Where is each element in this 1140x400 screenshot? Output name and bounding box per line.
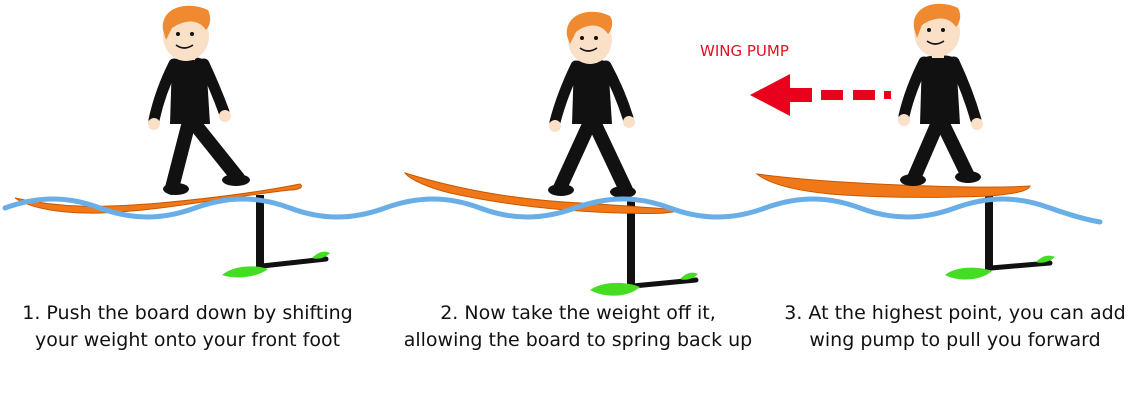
hydrofoil-2 [590,200,699,296]
step-1-illustration [14,5,330,278]
step-2-illustration [403,11,699,296]
wing-pump-arrow [750,74,891,116]
surfboard-2 [403,172,681,215]
step-1-caption-line-2: your weight onto your front foot [34,329,341,351]
step-2-caption: 2. Now take the weight off it, allowing … [382,300,774,354]
surfboard-3 [755,173,1031,198]
rider-1 [148,5,250,195]
hydrofoil-3 [945,195,1055,280]
step-1-caption: 1. Push the board down by shifting your … [0,300,375,354]
step-3-illustration [755,3,1055,280]
surfboard-1 [14,183,302,214]
wing-pump-label: WING PUMP [700,42,789,60]
step-2-caption-line-1: 2. Now take the weight off it, [440,302,716,324]
water-wave-line [2,196,1103,225]
step-3-caption-line-2: wing pump to pull you forward [809,329,1101,351]
rider-3 [898,3,983,186]
step-3-caption: 3. At the highest point, you can add win… [770,300,1140,354]
step-3-caption-line-1: 3. At the highest point, you can add [784,302,1126,324]
step-2-caption-line-2: allowing the board to spring back up [403,329,753,351]
hydrofoil-1 [222,195,330,278]
step-1-caption-line-1: 1. Push the board down by shifting [22,302,353,324]
rider-2 [548,11,636,198]
